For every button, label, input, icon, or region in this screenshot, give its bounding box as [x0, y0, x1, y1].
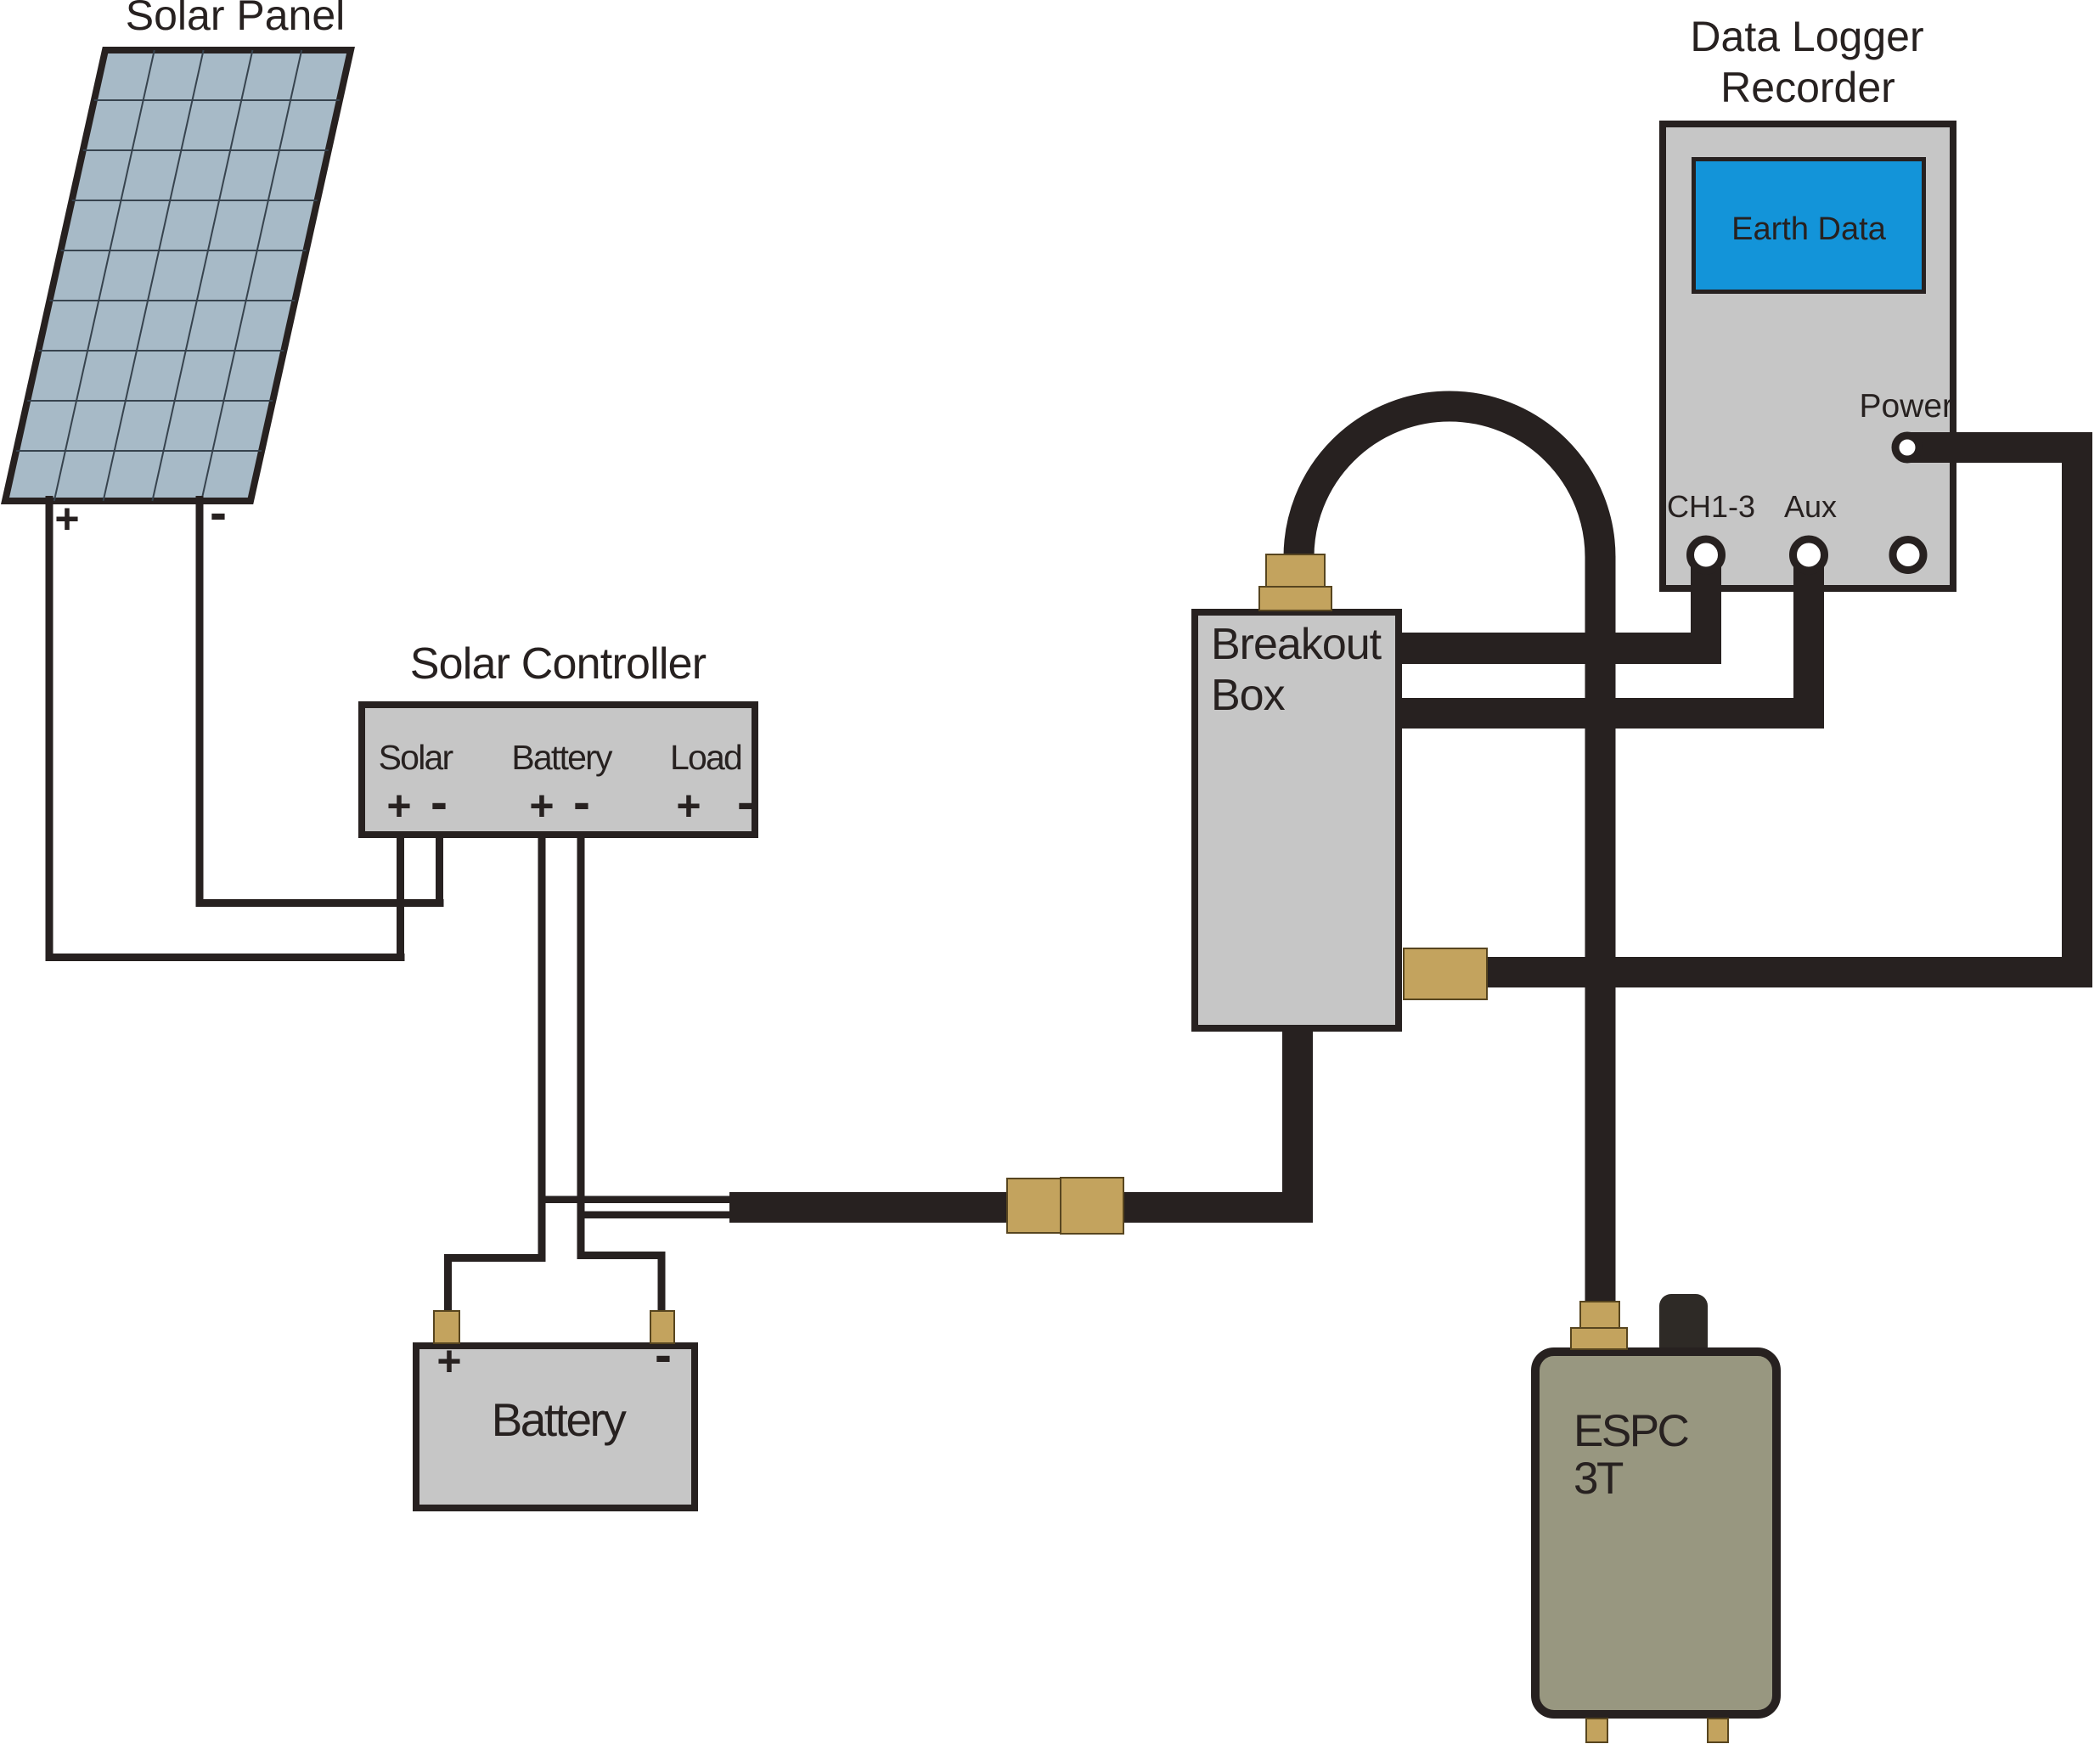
controller-solar-plus: +	[386, 782, 412, 830]
wire-battery-minus-vertical	[577, 835, 585, 1259]
solar-panel-body	[1, 47, 355, 504]
controller-load-plus: +	[676, 782, 701, 830]
battery-box	[413, 1342, 698, 1511]
wire-battery-plus-vertical	[538, 835, 546, 1262]
controller-port-solar: Solar	[378, 738, 454, 777]
data-logger-title-line2: Recorder	[1720, 64, 1895, 111]
power-connector-ring	[1891, 431, 1923, 464]
breakout-label-line2: Box	[1211, 671, 1286, 720]
ch13-label: CH1-3	[1666, 489, 1756, 524]
cable-power-right-vertical	[2062, 432, 2092, 987]
inline-connector-left	[1006, 1178, 1061, 1234]
controller-port-load: Load	[669, 738, 743, 777]
controller-solar-minus: -	[431, 774, 448, 830]
cable-aux-vertical	[1793, 554, 1824, 729]
wire-battery-minus-drop	[657, 1252, 666, 1311]
breakout-top-connector-lower	[1258, 586, 1332, 611]
solar-panel-grid	[16, 49, 340, 502]
battery-label: Battery	[491, 1393, 627, 1446]
data-logger-screen	[1692, 157, 1926, 294]
breakout-label-line1: Breakout	[1211, 620, 1382, 669]
espc-top-connector-upper	[1579, 1301, 1620, 1329]
data-logger-connectors	[1686, 431, 1928, 575]
espc-label-line2: 3T	[1574, 1454, 1624, 1504]
solar-panel-plus: +	[54, 495, 80, 543]
wire-controller-solar-plus-stub	[397, 835, 404, 961]
solar-controller-box	[358, 701, 758, 838]
wire-panel-minus-vertical	[195, 496, 204, 907]
spare-connector-ring	[1889, 536, 1928, 574]
battery-minus-post	[650, 1310, 675, 1344]
espc-box	[1531, 1347, 1781, 1719]
controller-battery-plus: +	[529, 782, 555, 830]
wire-junction-bottom	[577, 1211, 730, 1218]
solar-controller-title: Solar Controller	[409, 639, 707, 689]
panel-grid-line	[151, 49, 254, 502]
panel-grid-line	[53, 49, 155, 502]
cable-breakout-bottom	[1282, 1028, 1313, 1223]
cable-espc-vertical	[1585, 556, 1616, 1302]
thin-wires	[45, 496, 730, 1311]
wire-panel-plus-vertical	[45, 496, 53, 961]
solar-panel-graphic	[1, 47, 355, 504]
battery-plus: +	[436, 1337, 462, 1385]
espc-bottom-stub-left	[1585, 1718, 1608, 1743]
wire-battery-plus-horizontal	[444, 1254, 546, 1262]
cable-arc	[1283, 391, 1616, 560]
cable-battery-left-segment	[729, 1192, 1007, 1223]
espc-knob	[1659, 1294, 1708, 1359]
cable-battery-right-segment	[1123, 1192, 1313, 1223]
espc-bottom-stub-right	[1707, 1718, 1729, 1743]
wire-battery-plus-drop	[444, 1254, 452, 1311]
battery-minus: -	[655, 1326, 672, 1383]
wire-battery-minus-horizontal	[577, 1252, 666, 1259]
connectors	[433, 554, 1729, 1743]
ch13-connector-ring	[1686, 535, 1726, 575]
panel-grid-line	[102, 49, 205, 502]
espc-label-line1: ESPC	[1574, 1406, 1690, 1456]
aux-label: Aux	[1783, 489, 1838, 524]
aux-connector-ring	[1789, 535, 1828, 575]
espc-top-connector-lower	[1570, 1327, 1628, 1350]
controller-port-battery: Battery	[511, 738, 612, 777]
cable-ch13-horizontal	[1399, 633, 1721, 664]
breakout-top-connector-upper	[1265, 554, 1326, 588]
screen-label: Earth Data	[1731, 211, 1886, 247]
cable-power-horizontal	[1907, 432, 2092, 463]
controller-load-minus: -	[737, 774, 754, 830]
battery-plus-post	[433, 1310, 460, 1344]
breakout-side-connector	[1403, 948, 1488, 1000]
panel-grid-line	[200, 49, 303, 502]
solar-panel-title: Solar Panel	[125, 0, 346, 39]
power-label: Power	[1859, 388, 1953, 425]
inline-connector-right	[1060, 1177, 1124, 1235]
wire-panel-minus-horizontal	[195, 899, 444, 907]
cable-power-bottom-horizontal	[1485, 957, 2092, 987]
wire-controller-solar-minus-stub	[436, 835, 443, 907]
controller-battery-minus: -	[573, 774, 590, 830]
wire-junction-top	[538, 1195, 730, 1203]
thick-cables	[729, 391, 2092, 1302]
data-logger-title-line1: Data Logger	[1690, 13, 1924, 60]
wire-panel-plus-horizontal	[45, 954, 405, 961]
solar-panel-minus: -	[210, 484, 227, 541]
